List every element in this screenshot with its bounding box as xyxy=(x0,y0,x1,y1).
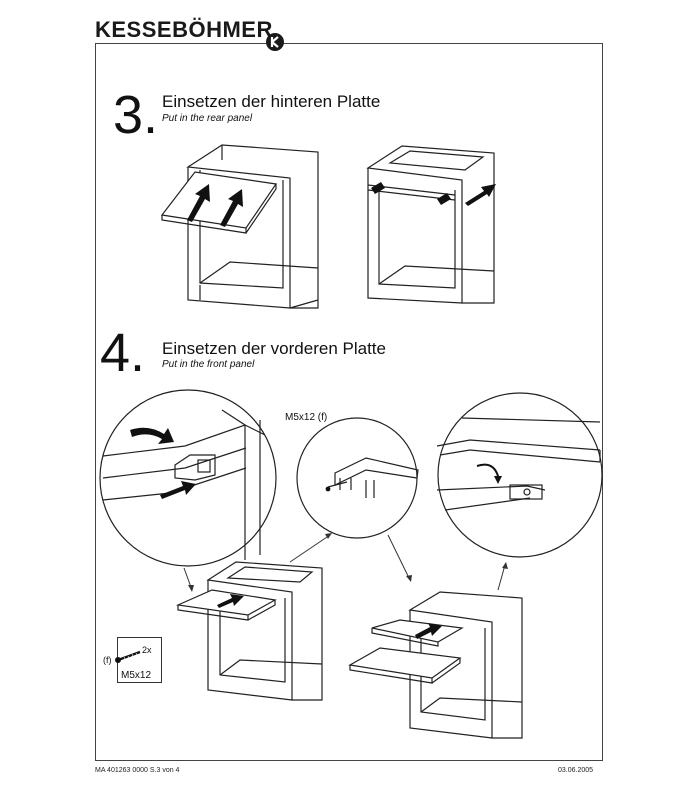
step-4-subtitle: Put in the front panel xyxy=(162,359,255,370)
parts-size: M5x12 xyxy=(121,670,152,681)
step-3-title: Einsetzen der hinteren Platte xyxy=(162,92,381,111)
step-3-number: 3. xyxy=(113,85,159,145)
brand-name: KESSEBÖHMER xyxy=(95,17,273,42)
screw-callout-label: M5x12 (f) xyxy=(285,412,328,423)
step-4-title: Einsetzen der vorderen Platte xyxy=(162,339,386,358)
step-4-number: 4. xyxy=(100,323,146,383)
parts-quantity: 2x xyxy=(142,645,152,655)
k-logo-icon xyxy=(266,33,284,51)
step-3-subtitle: Put in the rear panel xyxy=(162,113,253,124)
page-frame xyxy=(95,43,603,761)
parts-code: (f) xyxy=(103,655,112,665)
footer-date: 03.06.2005 xyxy=(558,767,594,774)
footer-document-code: MA 401263 0000 S.3 von 4 xyxy=(95,767,180,774)
